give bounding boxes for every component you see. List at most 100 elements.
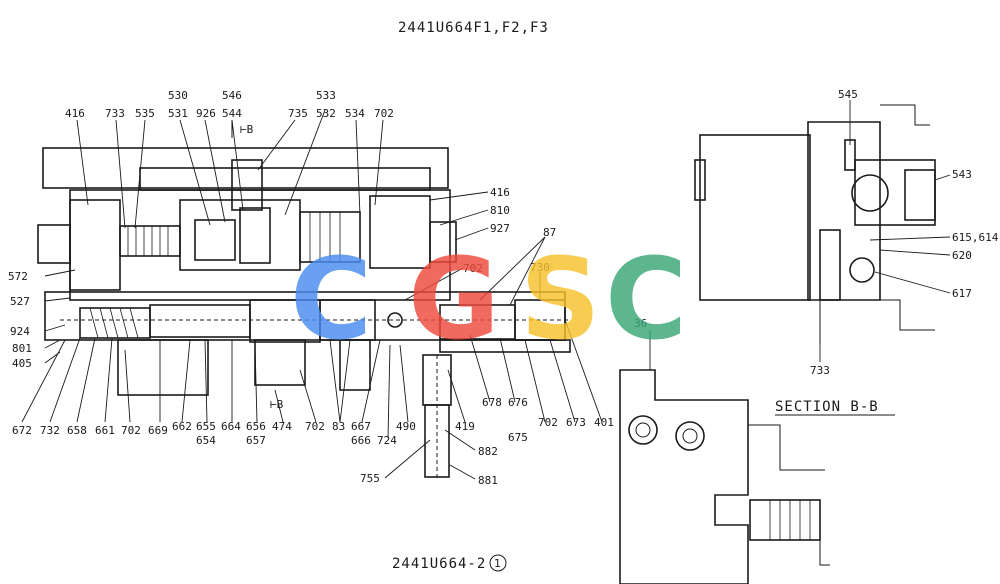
watermark: C G S C <box>290 235 687 365</box>
part-label: 664 <box>221 420 241 433</box>
part-label: 755 <box>360 472 380 485</box>
part-label: 532 <box>316 107 336 120</box>
part-label: 617 <box>952 287 972 300</box>
part-label: 572 <box>8 270 28 283</box>
part-label: 676 <box>508 396 528 409</box>
lower-spool <box>149 304 251 338</box>
part-label: 615,614 <box>952 231 999 244</box>
side-lower-port <box>849 257 875 283</box>
revision-number: 1 <box>494 557 501 570</box>
part-label: 672 <box>12 424 32 437</box>
part-label: 544 <box>222 107 242 120</box>
watermark-letter: C <box>605 235 687 365</box>
section-port-a <box>628 415 658 445</box>
part-label: 490 <box>396 420 416 433</box>
part-label: 658 <box>67 424 87 437</box>
part-label: 678 <box>482 396 502 409</box>
side-view-assembly <box>694 104 936 345</box>
side-plate-top <box>880 104 930 126</box>
part-label: 533 <box>316 89 336 102</box>
part-label: 87 <box>543 226 556 239</box>
part-label: 527 <box>10 295 30 308</box>
part-label: 416 <box>490 186 510 199</box>
part-label: 534 <box>345 107 365 120</box>
part-label: 882 <box>478 445 498 458</box>
part-label: 810 <box>490 204 510 217</box>
upper-spool-left <box>119 225 181 257</box>
part-label: 927 <box>490 222 510 235</box>
part-label: 667 <box>351 420 371 433</box>
part-label: 661 <box>95 424 115 437</box>
part-label: 543 <box>952 168 972 181</box>
side-cap <box>904 169 936 221</box>
side-lug <box>694 159 706 201</box>
part-label: 656 <box>246 420 266 433</box>
revision-circle <box>489 554 507 572</box>
body-block <box>69 189 451 301</box>
side-body <box>699 134 811 301</box>
part-label: 401 <box>594 416 614 429</box>
section-view-labels: 545 543 615,614 620 617 733 36 <box>634 88 999 377</box>
lower-left-spring <box>79 307 151 339</box>
bottom-center-block <box>254 339 306 386</box>
part-label: 530 <box>168 89 188 102</box>
section-body <box>619 369 749 584</box>
part-label: 881 <box>478 474 498 487</box>
part-label: 675 <box>508 431 528 444</box>
part-label: 924 <box>10 325 30 338</box>
section-outline-right <box>748 424 825 471</box>
left-flange <box>69 199 121 291</box>
part-label: 702 <box>538 416 558 429</box>
part-label: 666 <box>351 434 371 447</box>
section-port-a-inner <box>635 422 651 438</box>
part-label: 654 <box>196 434 216 447</box>
section-mark-bottom: ⊢B <box>270 398 284 411</box>
side-port <box>851 174 889 212</box>
part-label: 724 <box>377 434 397 447</box>
part-label: 730 <box>530 261 550 274</box>
part-label: 662 <box>172 420 192 433</box>
section-screw-threads <box>769 500 811 540</box>
center-ring <box>239 207 271 264</box>
section-title: SECTION B-B <box>775 399 879 415</box>
part-label: 733 <box>810 364 830 377</box>
side-guide <box>819 229 841 301</box>
section-outline-bottom <box>819 540 830 566</box>
upper-block <box>139 167 431 191</box>
main-view-labels: 416 733 535 530 531 926 546 544 533 735 … <box>8 89 614 487</box>
right-end-nut <box>429 221 457 263</box>
part-label: 620 <box>952 249 972 262</box>
part-label: 545 <box>838 88 858 101</box>
bottom-right-rail <box>439 339 571 353</box>
section-port-b-inner <box>682 428 698 444</box>
section-screw <box>749 499 821 541</box>
part-label: 474 <box>272 420 292 433</box>
part-label: 36 <box>634 317 647 330</box>
part-label: 702 <box>121 424 141 437</box>
spool-ribs-left <box>127 226 169 256</box>
part-label: 673 <box>566 416 586 429</box>
part-label: 702 <box>374 107 394 120</box>
drawing-number-footer: 2441U664-2 1 <box>392 554 507 572</box>
part-label: 655 <box>196 420 216 433</box>
pin-hole <box>387 312 403 328</box>
part-label: 531 <box>168 107 188 120</box>
drawing-number: 2441U664-2 <box>392 556 486 572</box>
section-bb-view: SECTION B-B <box>619 369 895 584</box>
part-label: 657 <box>246 434 266 447</box>
part-label: 801 <box>12 342 32 355</box>
part-label: 702 <box>305 420 325 433</box>
part-label: 702 <box>463 262 483 275</box>
part-label: 419 <box>455 420 475 433</box>
bottom-left-block <box>117 339 209 396</box>
part-label: 732 <box>40 424 60 437</box>
part-label: 733 <box>105 107 125 120</box>
side-plate-bottom <box>880 299 935 331</box>
main-valve-body: ⊢B ⊢B <box>37 120 571 480</box>
watermark-letter: S <box>520 235 601 365</box>
center-plug <box>194 219 236 261</box>
spring-coils <box>89 307 139 339</box>
part-label: 83 <box>332 420 345 433</box>
